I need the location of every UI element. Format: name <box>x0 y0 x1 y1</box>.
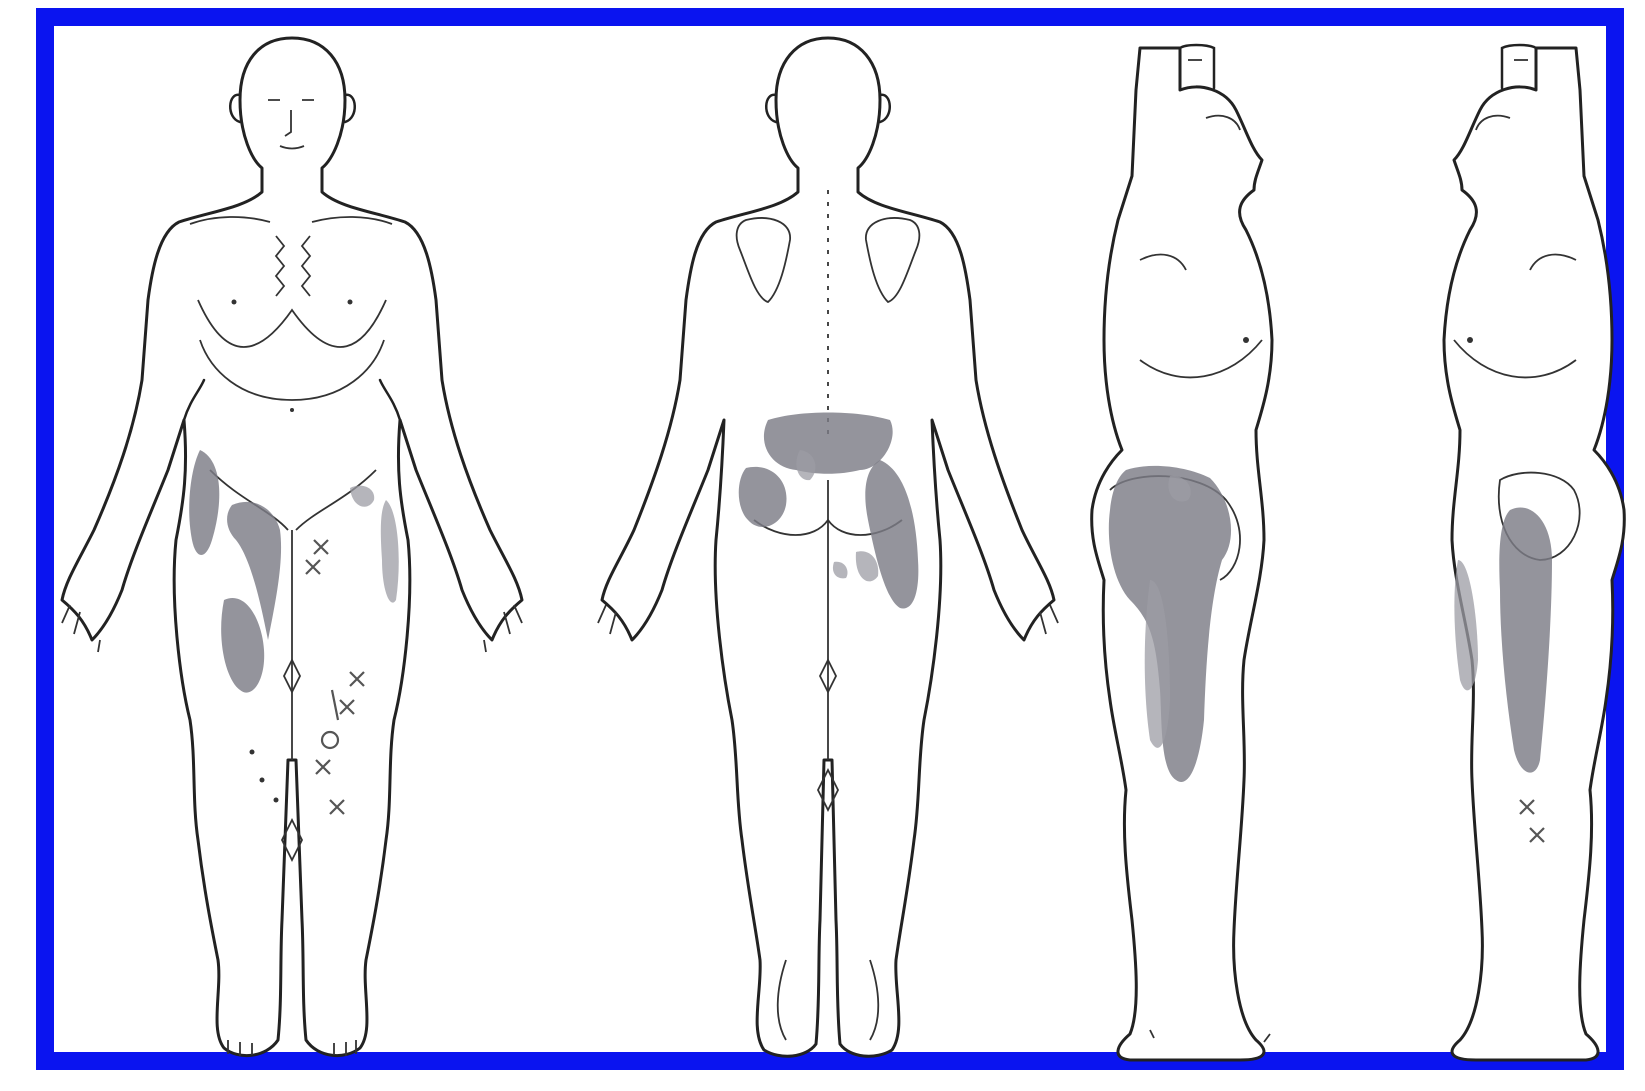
body-left-side-icon <box>1444 45 1624 1060</box>
body-back-icon <box>598 38 1058 1056</box>
body-front-icon <box>62 38 522 1056</box>
back-pain-lumbar <box>764 413 893 474</box>
body-right-side-icon <box>1092 45 1272 1060</box>
